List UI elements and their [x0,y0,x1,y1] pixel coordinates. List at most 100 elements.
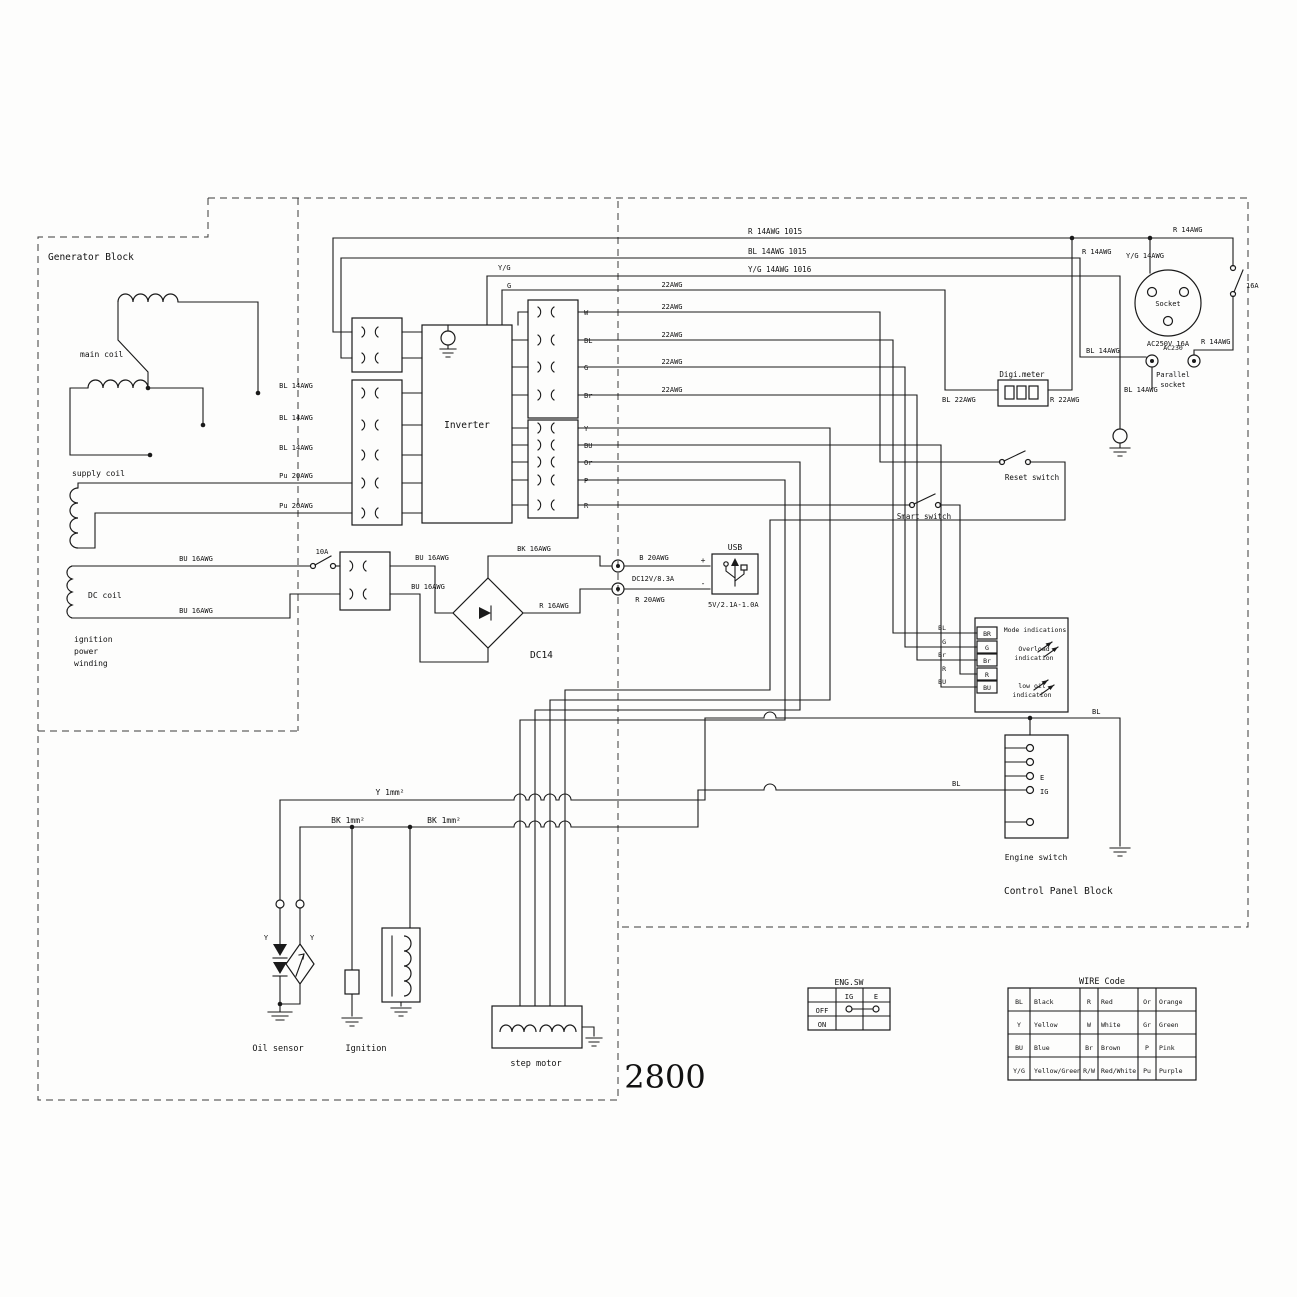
wire-label-yg-short: Y/G [498,264,511,272]
step-motor [491,1005,603,1049]
wc-r3c5: Purple [1159,1067,1183,1075]
eng-sw-title: ENG.SW [835,978,864,987]
rect-in2-label: BU 16AWG [411,583,445,591]
eng-sw-col-e: E [874,993,878,1001]
wc-r3c1: Yellow/Green [1034,1067,1081,1075]
engine-switch-ig-label: IG [1040,788,1048,796]
wc-r2c1: Blue [1034,1044,1050,1052]
wc-r1c0: Y [1017,1021,1021,1029]
wire-label-yg-1016: Y/G 14AWG 1016 [748,265,812,274]
ind-wire-bl: BL [938,624,946,632]
junction-dots [145,235,1153,1007]
wc-r3c4: Pu [1143,1067,1151,1075]
socket-rating-label: AC250V 16A [1147,340,1190,348]
rect-outneg-label: R 16AWG [539,602,569,610]
pin-label-br: Br [584,392,592,400]
wire-label-bl-parallel: BL 14AWG [1124,386,1158,394]
oil-sensor-label: Oil sensor [252,1044,303,1054]
engine-bl-top-label: BL [1092,708,1100,716]
rect-in1-label: BU 16AWG [415,554,449,562]
wire-label-bu16-2: BU 16AWG [179,607,213,615]
wc-r3c2: R/W [1083,1067,1095,1075]
wc-r0c2: R [1087,998,1091,1006]
overload-label-2: indication [1014,654,1053,662]
wire-label-bl14-1: BL 14AWG [279,382,313,390]
eng-sw-table [807,987,891,1031]
wire-label-r-parallel: R 14AWG [1201,338,1231,346]
dc-coil-label: DC coil [88,591,122,600]
main-coil-label: main coil [80,350,124,359]
wire-code-table [1007,987,1197,1081]
wc-r1c4: Gr [1143,1021,1151,1029]
lowoil-label-2: indication [1012,691,1051,699]
ignition-winding-label-1: ignition [74,635,113,644]
wc-r1c3: White [1101,1021,1121,1029]
wc-r0c0: BL [1015,998,1023,1006]
ac-socket [1109,264,1244,457]
parallel-socket-label-2: socket [1160,381,1185,389]
smart-switch-label: Smart switch [897,512,951,521]
step-motor-label: step motor [510,1059,561,1069]
rectifier-dc14 [452,559,625,649]
wc-r2c0: BU [1015,1044,1023,1052]
wire-label-22awg-3: 22AWG [661,331,682,339]
ind-wire-br: Br [938,651,946,659]
wire-label-pu20-1: Pu 20AWG [279,472,313,480]
wc-r0c3: Red [1101,998,1113,1006]
engine-bl-left-label: BL [952,780,960,788]
reset-switch-label: Reset switch [1005,473,1059,482]
ind-pin-br: BR [983,630,991,638]
block-outlines [37,197,1249,1101]
pin-label-p: P [584,477,588,485]
wire-label-bl-horiz: BL 14AWG [1086,347,1120,355]
dc12v-label: DC12V/8.3A [632,575,675,583]
generator-coils [66,293,353,619]
usb-port [711,553,759,595]
rectifier-label: DC14 [530,650,553,661]
fuse-10a-label: 10A [316,548,329,556]
meter-out-label: R 22AWG [1050,396,1080,404]
bk1mm-label-2: BK 1mm² [427,816,461,825]
ind-pin-br2: Br [983,657,991,665]
wc-r2c4: P [1145,1044,1149,1052]
engine-switch-label: Engine switch [1005,853,1068,862]
lowoil-label-1: low oil [1018,682,1045,690]
wire-label-22awg-1: 22AWG [661,281,682,289]
wire-label-bu16-1: BU 16AWG [179,555,213,563]
supply-coil-label: supply coil [72,469,125,478]
eng-sw-row-off: OFF [816,1007,829,1015]
pin-label-r: R [584,502,589,510]
ignition-module [341,927,421,1027]
oil-wire-y-label-1: Y [264,934,269,942]
indicator-block [974,617,1069,713]
wire-label-r-topright: R 14AWG [1173,226,1203,234]
socket-fuse-label: 16A [1246,282,1259,290]
eng-sw-row-on: ON [818,1021,826,1029]
pin-label-bl: BL [584,337,592,345]
wire-label-r-1015: R 14AWG 1015 [748,227,802,236]
wire-label-g-short: G [507,282,511,290]
socket-label: Socket [1155,300,1180,308]
ind-wire-bu: BU [938,678,946,686]
ind-wire-g: G [942,638,946,646]
wire-label-pu20-2: Pu 20AWG [279,502,313,510]
wire-label-22awg-5: 22AWG [661,386,682,394]
pin-label-or: Or [584,459,592,467]
ind-pin-bu: BU [983,684,991,692]
inverter-label: Inverter [444,420,490,431]
model-number: 2800 [624,1058,705,1096]
wire-code-title: WIRE Code [1079,977,1125,987]
wc-r0c4: Or [1143,998,1151,1006]
pin-label-g: G [584,364,588,372]
engine-switch-e-label: E [1040,774,1044,782]
wire-label-bl-1015: BL 14AWG 1015 [748,247,807,256]
reset-switch [998,450,1032,466]
wc-r1c5: Green [1159,1021,1179,1029]
oil-wire-y-label-2: Y [310,934,315,942]
usb-output-label: 5V/2.1A-1.0A [708,601,759,609]
mode-indications-label: Mode indications [1004,626,1067,634]
wire-label-yg-vert: Y/G 14AWG [1126,252,1164,260]
ind-pin-r: R [985,671,989,679]
b20-label: B 20AWG [639,554,669,562]
